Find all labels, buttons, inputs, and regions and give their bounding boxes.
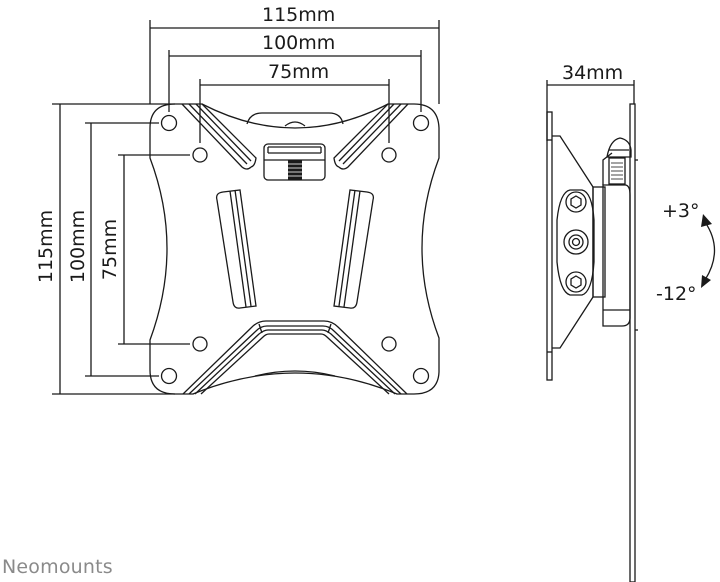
side-view-bracket: [546, 103, 638, 582]
bottom-tab: [254, 370, 336, 377]
upper-left-rib: [181, 103, 257, 170]
right-slot: [333, 189, 375, 309]
upper-right-rib: [333, 103, 409, 170]
side-depth-dimension: [546, 80, 635, 141]
mounting-holes-75: [192, 147, 397, 352]
tilt-arrow-icon: [701, 214, 716, 288]
vertical-dimension-75: [118, 154, 190, 345]
width-75-label: 75mm: [268, 61, 330, 83]
tilt-up-label: +3°: [662, 200, 700, 222]
horizontal-dimension-115: [149, 20, 440, 104]
height-100-label: 100mm: [67, 209, 90, 284]
width-115-label: 115mm: [262, 4, 336, 26]
tilt-screw-bracket: [263, 143, 326, 181]
height-115-label: 115mm: [35, 209, 58, 284]
brand-logo: Neomounts: [2, 556, 113, 578]
depth-34-label: 34mm: [562, 62, 624, 84]
left-slot: [215, 189, 257, 309]
width-100-label: 100mm: [262, 32, 336, 54]
vertical-dimension-115: [52, 103, 175, 395]
vertical-dimension-100: [85, 122, 159, 377]
mounting-plate-outline: [149, 103, 440, 395]
mounting-holes-100: [160, 114, 430, 385]
tilt-down-label: -12°: [656, 283, 697, 305]
top-tab: [246, 112, 344, 125]
horizontal-dimension-100: [168, 50, 422, 112]
lower-chevron-rib: [182, 320, 408, 395]
horizontal-dimension-75: [199, 79, 390, 143]
height-75-label: 75mm: [99, 218, 122, 281]
